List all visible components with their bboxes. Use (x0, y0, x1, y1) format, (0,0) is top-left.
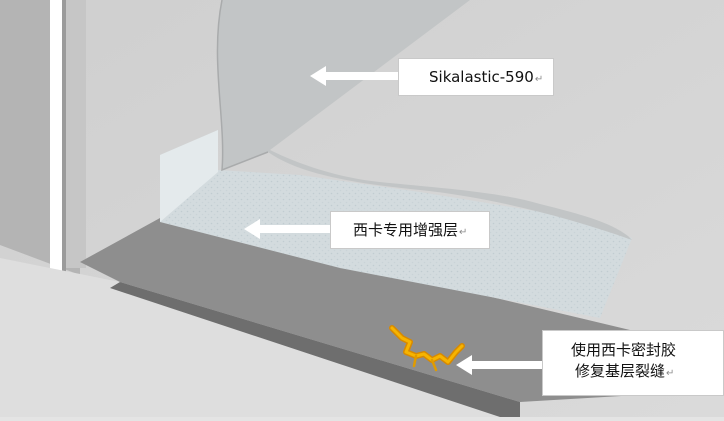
column-edge (50, 0, 62, 275)
callout-text-line2: 修复基层裂缝 (575, 362, 665, 380)
paragraph-mark-icon: ↵ (666, 368, 674, 379)
callout-reinforcement: 西卡专用增强层↵ (330, 211, 490, 249)
callout-text: 西卡专用增强层 (353, 221, 458, 239)
callout-crack-repair: 使用西卡密封胶 修复基层裂缝↵ (542, 330, 724, 396)
column-face (66, 0, 86, 268)
column-shadow (62, 0, 66, 275)
paragraph-mark-icon: ↵ (535, 74, 543, 85)
paragraph-mark-icon: ↵ (459, 227, 467, 238)
callout-text: Sikalastic-590 (429, 68, 534, 86)
callout-text-line1: 使用西卡密封胶 (571, 340, 723, 361)
callout-membrane: Sikalastic-590↵ (398, 58, 554, 96)
